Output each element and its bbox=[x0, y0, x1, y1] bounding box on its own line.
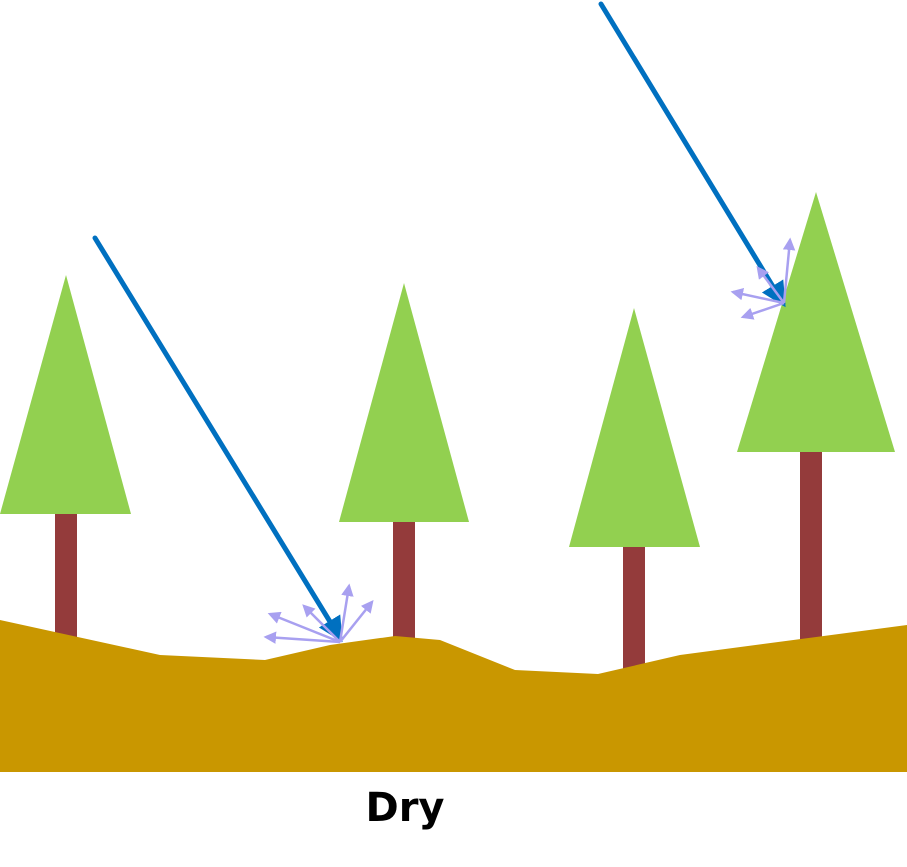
incoming-ray-ground bbox=[92, 235, 343, 643]
scatter-ray bbox=[740, 301, 785, 320]
tree-1-canopy bbox=[0, 275, 131, 514]
tree-4-trunk bbox=[800, 448, 822, 648]
scatter-ray bbox=[730, 287, 785, 305]
tree-1-trunk bbox=[55, 505, 77, 650]
tree-4-canopy bbox=[737, 192, 895, 452]
tree-3-canopy bbox=[569, 308, 700, 547]
scatter-ray bbox=[267, 611, 341, 644]
tree-3-trunk bbox=[623, 540, 645, 675]
scatter-ray bbox=[338, 583, 354, 643]
scatter-ray bbox=[339, 600, 374, 643]
tree-2-canopy bbox=[339, 283, 469, 522]
scatter-ray bbox=[302, 604, 341, 643]
scatter-ray bbox=[263, 631, 341, 644]
canopy-scatter-rays bbox=[730, 237, 796, 320]
incoming-ray-canopy bbox=[598, 1, 786, 308]
tree-2-trunk bbox=[393, 515, 415, 650]
scatter-ray bbox=[756, 265, 786, 304]
dry-ground bbox=[0, 620, 907, 772]
diagram-caption: Dry bbox=[365, 785, 445, 831]
ground-scatter-rays bbox=[263, 583, 374, 644]
scatter-ray bbox=[782, 237, 796, 304]
